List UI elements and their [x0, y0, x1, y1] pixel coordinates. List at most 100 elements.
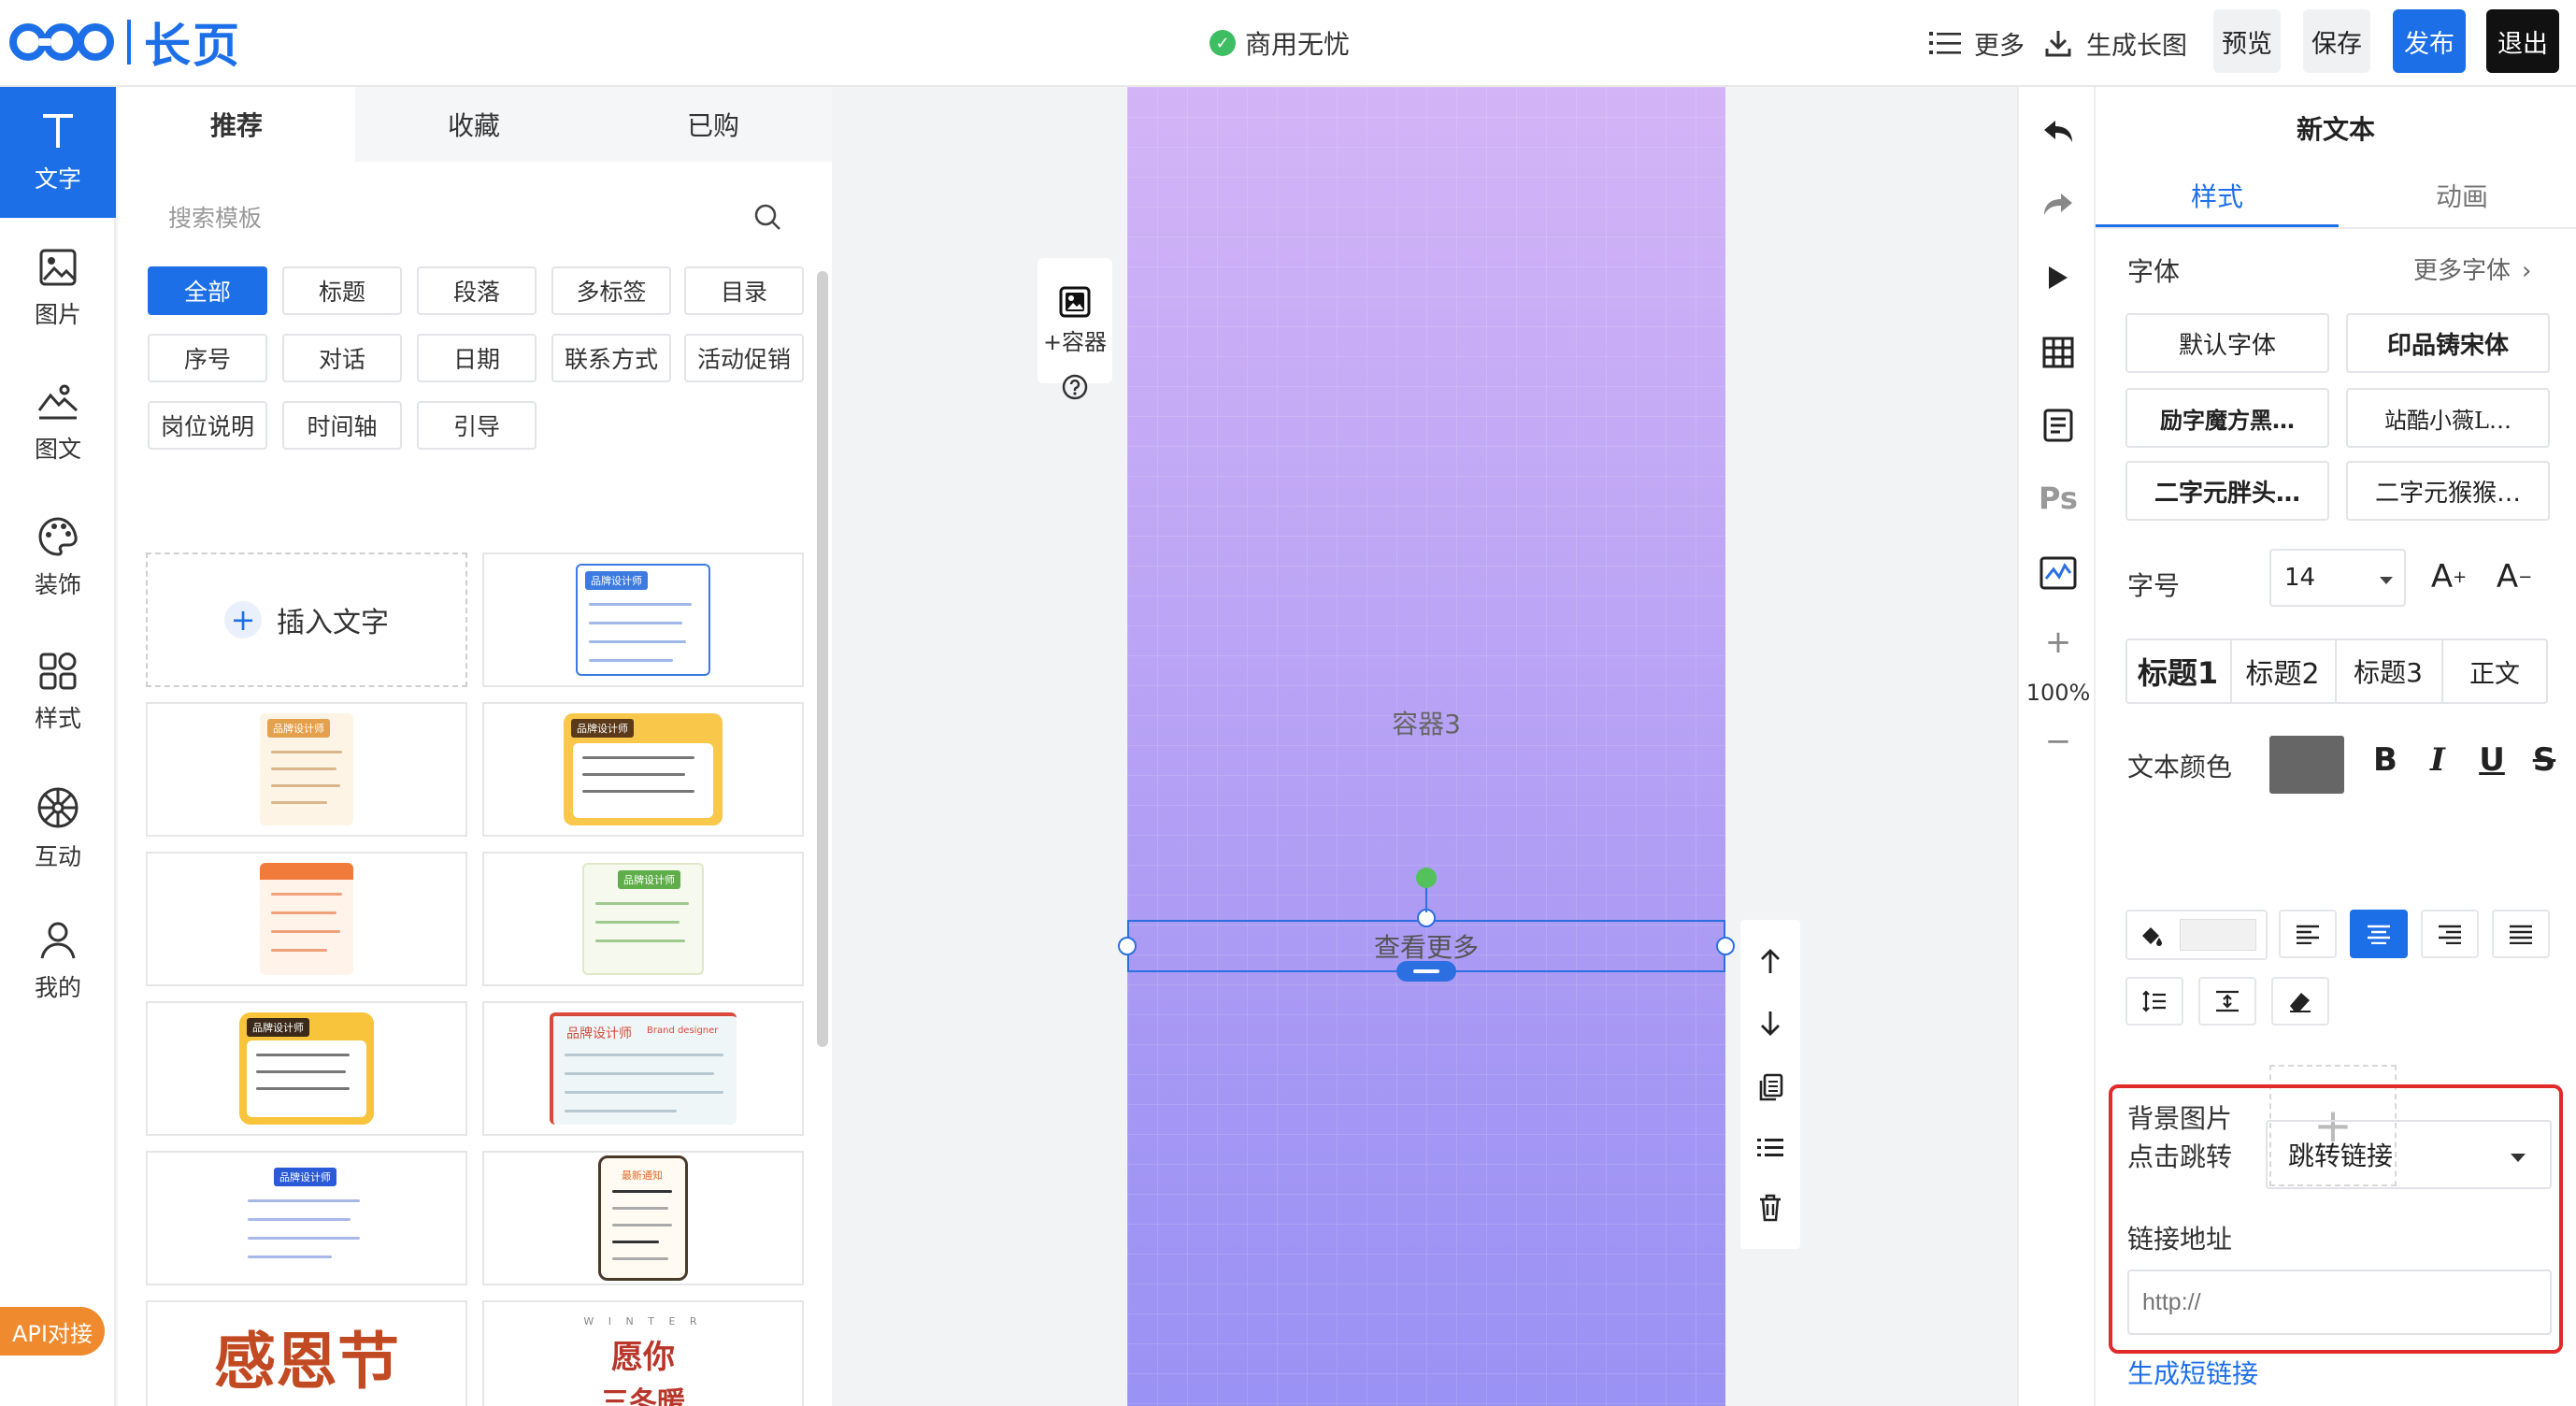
heading1-button[interactable]: 标题1 [2137, 655, 2219, 691]
font-option[interactable]: 站酷小薇L… [2346, 388, 2550, 448]
more-menu-button[interactable]: 更多 [1929, 17, 2025, 69]
font-option[interactable]: 二字元猴猴… [2346, 461, 2550, 521]
nav-item-mine[interactable]: 我的 [0, 897, 116, 1027]
template-scrollbar[interactable] [817, 271, 828, 1047]
body-text-button[interactable]: 正文 [2441, 640, 2546, 702]
nav-item-image[interactable]: 图片 [0, 223, 116, 354]
nav-item-interaction[interactable]: 互动 [0, 764, 116, 895]
align-justify-button[interactable] [2492, 910, 2550, 958]
tag-date[interactable]: 日期 [417, 334, 537, 382]
template-card[interactable]: 品牌设计师 [482, 852, 804, 986]
resize-handle-right[interactable] [1716, 937, 1735, 955]
tag-guide[interactable]: 引导 [417, 401, 537, 450]
tab-purchased[interactable]: 已购 [686, 110, 739, 141]
rotate-handle[interactable] [1416, 868, 1437, 888]
font-size-increase-button[interactable]: A+ [2430, 558, 2468, 595]
tag-dialog[interactable]: 对话 [282, 334, 402, 382]
font-option[interactable]: 默认字体 [2125, 313, 2329, 373]
bold-button[interactable]: B [2373, 741, 2397, 779]
background-image-upload[interactable]: + [2269, 1065, 2397, 1186]
nav-item-style[interactable]: 样式 [0, 627, 116, 758]
font-option[interactable]: 印品铸宋体 [2346, 313, 2550, 373]
font-option[interactable]: 励字魔方黑… [2125, 388, 2329, 448]
arrow-down-icon[interactable] [1758, 1010, 1782, 1038]
jump-type-select[interactable]: 跳转链接 [2266, 1120, 2552, 1189]
template-card[interactable]: 感恩节 [146, 1300, 467, 1406]
tab-animation[interactable]: 动画 [2435, 181, 2488, 212]
resize-handle-bottom[interactable] [1396, 961, 1456, 982]
tab-style[interactable]: 样式 [2096, 177, 2339, 227]
font-size-decrease-button[interactable]: A− [2496, 558, 2533, 595]
template-card[interactable] [146, 852, 467, 986]
template-card[interactable]: 品牌设计师 Brand designer [482, 1001, 804, 1136]
copy-icon[interactable] [1757, 1073, 1783, 1101]
trash-icon[interactable] [1758, 1194, 1782, 1222]
insert-text-card[interactable]: + 插入文字 [146, 552, 467, 687]
align-center-button[interactable] [2350, 910, 2408, 958]
align-left-button[interactable] [2279, 910, 2337, 958]
tag-catalog[interactable]: 目录 [684, 266, 804, 315]
search-icon[interactable] [753, 203, 781, 231]
zoom-out-button[interactable]: − [2044, 723, 2072, 760]
tag-job-description[interactable]: 岗位说明 [148, 401, 267, 450]
undo-button[interactable] [2019, 106, 2097, 158]
long-image-button[interactable]: 生成长图 [2043, 17, 2187, 69]
font-size-select[interactable]: 14 [2269, 549, 2406, 607]
template-card[interactable]: W I N T E R 愿你 三冬暖 [482, 1300, 804, 1406]
clear-format-button[interactable] [2271, 977, 2329, 1026]
tab-recommended[interactable]: 推荐 [118, 87, 355, 162]
ps-button[interactable]: Ps [2019, 472, 2097, 524]
tag-promotion[interactable]: 活动促销 [684, 334, 804, 382]
play-button[interactable] [2019, 251, 2097, 304]
tag-all[interactable]: 全部 [148, 266, 267, 315]
nav-item-text[interactable]: 文字 [0, 87, 116, 218]
zoom-in-button[interactable]: + [2044, 624, 2072, 661]
font-option[interactable]: 二字元胖头… [2125, 461, 2329, 521]
template-card[interactable]: 品牌设计师 [146, 1001, 467, 1136]
line-height-button[interactable] [2125, 977, 2183, 1026]
list-icon[interactable] [1757, 1137, 1783, 1159]
redo-button[interactable] [2019, 179, 2097, 231]
tag-number[interactable]: 序号 [148, 334, 267, 382]
search-input[interactable]: 搜索模板 [146, 188, 800, 246]
tag-paragraph[interactable]: 段落 [417, 266, 537, 315]
nav-item-image-text[interactable]: 图文 [0, 358, 116, 489]
table-button[interactable] [2019, 326, 2097, 379]
tab-favorites[interactable]: 收藏 [447, 110, 500, 141]
selected-text[interactable]: 查看更多 [1373, 932, 1479, 963]
fill-color-control[interactable] [2125, 910, 2268, 960]
chart-button[interactable] [2019, 547, 2097, 599]
template-card[interactable]: 品牌设计师 [146, 1151, 467, 1285]
more-fonts-link[interactable]: 更多字体› [2413, 251, 2531, 286]
api-button[interactable]: API对接 [0, 1307, 105, 1356]
arrow-up-icon[interactable] [1758, 947, 1782, 975]
nav-item-decoration[interactable]: 装饰 [0, 493, 116, 624]
heading2-button[interactable]: 标题2 [2230, 640, 2333, 702]
heading3-button[interactable]: 标题3 [2335, 640, 2440, 702]
link-url-input[interactable] [2127, 1270, 2552, 1335]
align-right-button[interactable] [2421, 910, 2479, 958]
template-card[interactable]: 最新通知 [482, 1151, 804, 1285]
exit-button[interactable]: 退出 [2486, 9, 2559, 73]
tag-multi-label[interactable]: 多标签 [551, 266, 671, 315]
document-button[interactable] [2019, 399, 2097, 452]
tag-title[interactable]: 标题 [282, 266, 402, 315]
template-card[interactable]: 品牌设计师 [482, 702, 804, 837]
resize-handle-left[interactable] [1118, 937, 1137, 955]
text-color-swatch[interactable] [2269, 736, 2344, 794]
strikethrough-button[interactable]: S [2532, 741, 2556, 779]
publish-button[interactable]: 发布 [2393, 9, 2466, 73]
underline-button[interactable]: U [2479, 741, 2505, 779]
save-button[interactable]: 保存 [2303, 9, 2370, 73]
template-card[interactable]: 品牌设计师 [482, 552, 804, 687]
generate-short-link[interactable]: 生成短链接 [2127, 1358, 2259, 1389]
preview-button[interactable]: 预览 [2213, 9, 2281, 73]
add-container-button[interactable]: +容器 [1038, 258, 1112, 383]
letter-spacing-button[interactable] [2198, 977, 2256, 1026]
help-icon[interactable] [1062, 374, 1088, 400]
app-logo[interactable]: 长页 [7, 11, 241, 73]
italic-button[interactable]: I [2430, 741, 2445, 779]
template-card[interactable]: 品牌设计师 [146, 702, 467, 837]
canvas-page[interactable]: 容器3 [1127, 87, 1725, 1406]
tag-timeline[interactable]: 时间轴 [282, 401, 402, 450]
